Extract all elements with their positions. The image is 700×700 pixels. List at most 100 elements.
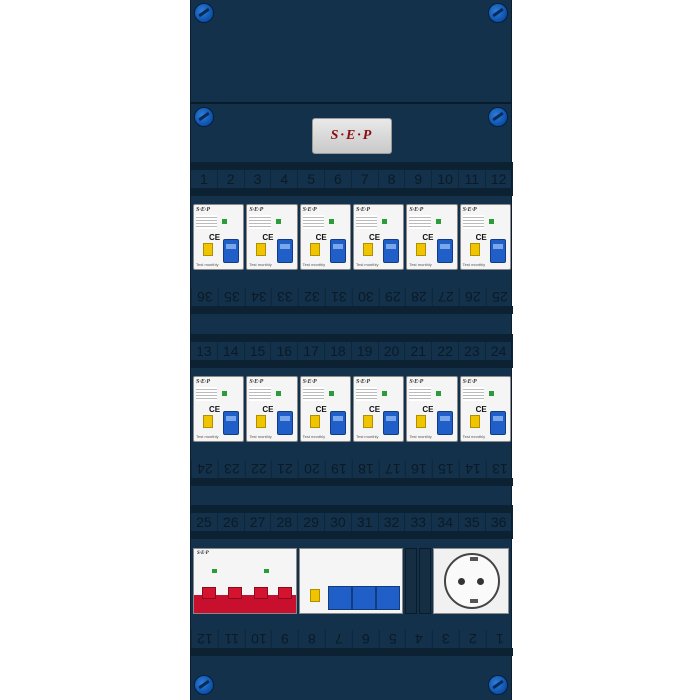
breaker-handle[interactable] — [352, 586, 376, 610]
busbar — [191, 648, 513, 656]
position-number: 12 — [191, 630, 218, 648]
test-button[interactable] — [469, 243, 480, 256]
breaker-handle[interactable] — [276, 239, 293, 263]
test-button[interactable] — [256, 243, 267, 256]
breaker-handle[interactable] — [328, 586, 352, 610]
three-pole-breaker[interactable] — [299, 548, 403, 614]
device-brand: S·E·P — [249, 207, 264, 213]
spec-text — [302, 215, 324, 229]
breaker-handle[interactable] — [223, 411, 240, 435]
position-number: 6 — [351, 630, 379, 648]
test-button[interactable] — [469, 415, 480, 428]
breaker-handle[interactable] — [489, 411, 506, 435]
test-button[interactable] — [309, 243, 320, 256]
status-indicator — [435, 391, 441, 396]
breaker-handle[interactable] — [436, 239, 453, 263]
device-brand: S·E·P — [462, 207, 477, 213]
position-number: 33 — [271, 288, 299, 306]
position-number: 7 — [324, 630, 352, 648]
status-indicator — [212, 569, 217, 573]
position-number: 9 — [271, 630, 299, 648]
test-button[interactable] — [309, 415, 320, 428]
position-number: 25 — [485, 288, 513, 306]
device-foot-label: Test monthly — [302, 434, 326, 439]
position-number: 35 — [459, 513, 486, 531]
test-button[interactable] — [256, 415, 267, 428]
device-foot-label: Test monthly — [409, 434, 432, 439]
position-number: 11 — [459, 170, 486, 188]
status-indicator — [275, 391, 281, 396]
screw-icon — [195, 676, 213, 694]
breaker-handle[interactable] — [436, 411, 453, 435]
breaker-handle[interactable] — [489, 239, 506, 263]
device-foot-label: Test monthly — [249, 434, 272, 439]
test-button[interactable] — [310, 589, 320, 602]
position-number: 4 — [405, 630, 433, 648]
position-number: 24 — [486, 342, 513, 360]
spec-text — [196, 387, 218, 401]
position-number: 11 — [217, 630, 245, 648]
earth-clip — [470, 599, 478, 603]
position-number: 19 — [324, 460, 352, 478]
position-number: 17 — [298, 342, 325, 360]
test-button[interactable] — [203, 243, 213, 256]
spec-text — [196, 215, 218, 229]
device-foot-label: Test monthly — [355, 262, 379, 267]
position-number: 16 — [271, 342, 299, 360]
ce-mark: CE — [315, 405, 327, 414]
breaker-handle[interactable] — [276, 411, 293, 435]
position-number: 10 — [244, 630, 272, 648]
breaker-handle[interactable] — [383, 239, 400, 263]
spec-text — [355, 215, 378, 229]
test-button[interactable] — [416, 243, 427, 256]
breaker-handle[interactable] — [329, 239, 346, 263]
breaker-handle[interactable] — [223, 239, 240, 263]
test-button[interactable] — [362, 243, 373, 256]
position-number: 21 — [271, 460, 299, 478]
rcbo-breaker[interactable]: S·E·P CE Test monthly — [299, 376, 351, 442]
test-button[interactable] — [416, 415, 427, 428]
ce-mark: CE — [315, 233, 327, 242]
device-brand: S·E·P — [462, 379, 477, 385]
test-button[interactable] — [203, 415, 213, 428]
position-number: 6 — [325, 170, 352, 188]
position-number: 16 — [405, 460, 433, 478]
busbar — [191, 505, 513, 513]
position-number: 24 — [191, 460, 218, 478]
test-button[interactable] — [362, 415, 373, 428]
red-handle[interactable] — [278, 587, 292, 599]
red-handle[interactable] — [254, 587, 268, 599]
device-brand: S·E·P — [302, 379, 317, 385]
red-handle[interactable] — [202, 587, 216, 599]
position-number: 28 — [405, 288, 433, 306]
position-number: 31 — [352, 513, 379, 531]
busbar — [191, 360, 513, 368]
breaker-handle[interactable] — [376, 586, 400, 610]
position-number: 21 — [405, 342, 433, 360]
rcd-switch[interactable]: S·E·P — [193, 548, 297, 614]
breaker-handle[interactable] — [383, 411, 400, 435]
red-handle[interactable] — [228, 587, 242, 599]
position-number: 18 — [325, 342, 352, 360]
breaker-handle[interactable] — [329, 411, 346, 435]
row3-devices: S·E·P — [193, 548, 511, 614]
position-number: 20 — [379, 342, 406, 360]
position-number: 32 — [379, 513, 406, 531]
device-brand: S·E·P — [409, 379, 424, 385]
device-brand: S·E·P — [249, 379, 264, 385]
